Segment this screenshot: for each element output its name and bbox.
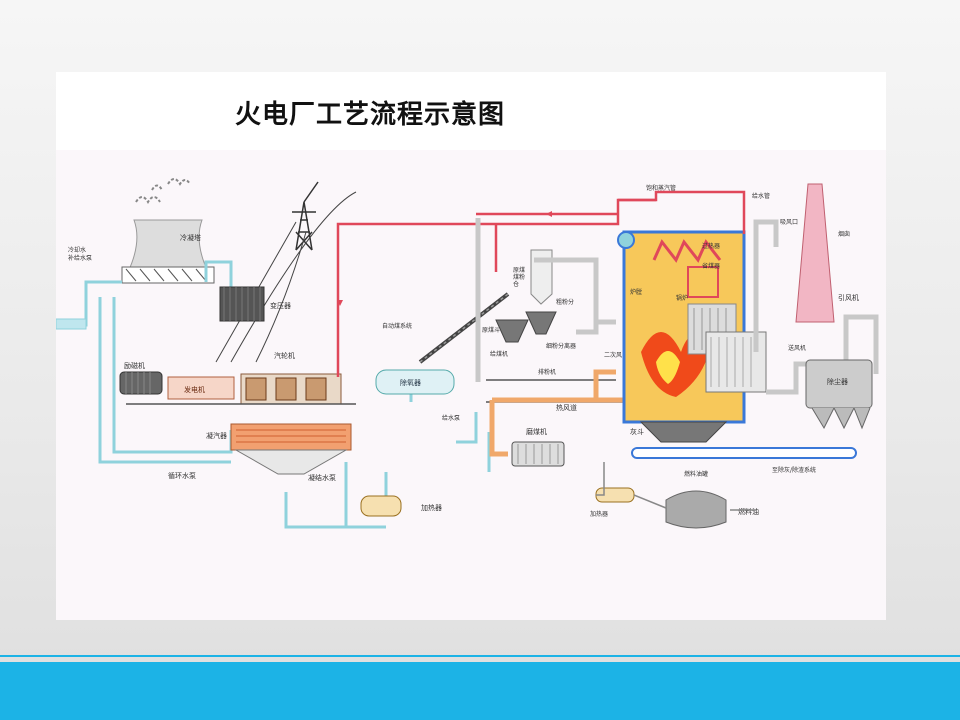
coal-hopper-label: 原煤斗 — [482, 326, 500, 334]
cooling-water-line1: 冷却水 — [68, 246, 86, 254]
water-outlet — [56, 318, 87, 330]
dust-collector — [805, 359, 873, 430]
air-inlet-label: 吸风口 — [780, 219, 798, 226]
cooling-water-line2: 补给水泵 — [68, 254, 92, 262]
primary-fan-label: 排粉机 — [538, 368, 556, 376]
coal-conveyor — [418, 292, 510, 364]
heater-oil-label: 加热器 — [590, 510, 608, 518]
bottom-accent-line — [0, 655, 960, 657]
coal-bins — [495, 249, 557, 343]
transmission-tower — [215, 181, 357, 363]
steam-arrow-1 — [546, 211, 552, 217]
superheater-label: 过热器 — [702, 242, 720, 250]
fuel-tank-label: 燃料油罐 — [684, 470, 708, 478]
heater-low-label: 加热器 — [421, 503, 442, 512]
auto-coal-label: 自动煤系统 — [382, 322, 412, 330]
raw-coal-line3: 仓 — [513, 280, 519, 288]
generator-label: 发电机 — [184, 385, 205, 394]
induced-fan-label: 引风机 — [838, 293, 859, 302]
raw-coal-line1: 原煤 — [513, 266, 525, 274]
bunker-label: 粗粉分 — [556, 298, 574, 306]
cooling-water-label: 冷却水补给水泵 — [68, 246, 92, 262]
chimney — [795, 183, 835, 323]
feed-pump-label: 给水泵 — [442, 414, 460, 422]
transformer — [219, 286, 265, 322]
cooling-tower — [121, 178, 215, 284]
separator-label: 细粉分离器 — [546, 342, 576, 350]
exciter-label: 励磁机 — [124, 361, 145, 370]
generator — [167, 376, 235, 400]
condenser — [230, 423, 352, 475]
process-diagram: 冷凝塔 冷却水补给水泵 变压器 — [56, 150, 886, 620]
steam-arrow-2 — [337, 300, 343, 306]
ash-conveyor — [631, 447, 857, 459]
heater-low — [360, 495, 402, 517]
deaerator-label: 除氧器 — [400, 378, 421, 387]
cooling-tower-label: 冷凝塔 — [180, 233, 201, 242]
chimney-label: 烟囱 — [838, 230, 850, 238]
turbine — [240, 373, 342, 405]
forced-fan-label: 送风机 — [788, 344, 806, 352]
raw-coal-label: 原煤煤粉仓 — [513, 266, 525, 288]
ash-hopper-label: 灰斗 — [630, 427, 644, 436]
raw-coal-line2: 煤粉 — [513, 273, 525, 281]
transformer-label: 变压器 — [270, 301, 291, 310]
slide-panel: 火电厂工艺流程示意图 冷凝塔 冷却水补给水泵 — [56, 72, 886, 620]
diagram-title: 火电厂工艺流程示意图 — [234, 100, 505, 130]
boiler — [617, 190, 746, 443]
air-ducts — [475, 218, 616, 382]
superheater-pipe-label: 给水管 — [752, 192, 770, 200]
cond-pump-label: 凝结水泵 — [308, 473, 336, 482]
fuel-oil-label: 燃料油 — [738, 507, 759, 516]
saturated-steam-label: 饱和蒸汽管 — [646, 184, 676, 192]
turbine-label: 汽轮机 — [274, 351, 295, 360]
fuel-pipe — [596, 462, 756, 511]
condenser-label: 凝汽器 — [206, 431, 227, 440]
hot-air-label: 热风道 — [556, 403, 577, 412]
mill — [511, 441, 565, 467]
deaerator — [375, 369, 455, 395]
mill-label: 磨煤机 — [526, 427, 547, 436]
furnace-label: 炉膛 — [630, 288, 642, 296]
secondary-air-label: 二次风 — [604, 351, 622, 359]
bottom-accent-bar — [0, 662, 960, 720]
coal-feeder-label: 给煤机 — [490, 350, 508, 358]
ash-system-label: 至除灰/除渣系统 — [772, 466, 816, 474]
circ-pump-label: 循环水泵 — [168, 471, 196, 480]
dust-collector-label: 除尘器 — [827, 377, 848, 386]
fuel-tank — [665, 490, 727, 529]
reheater-label: 省煤器 — [702, 262, 720, 270]
exciter — [119, 371, 163, 395]
drum-label: 锅炉 — [676, 294, 688, 302]
